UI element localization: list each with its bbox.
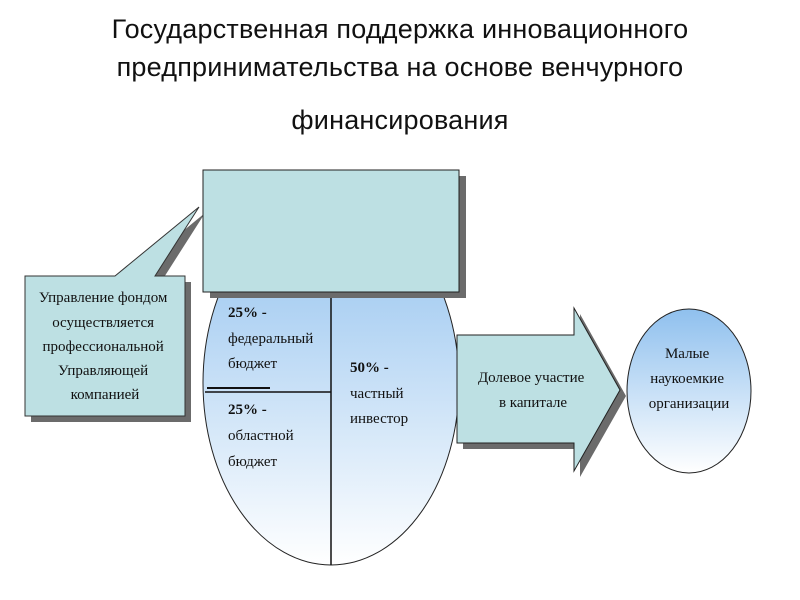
regional-budget-label: 25% - областной бюджет <box>228 402 297 470</box>
venture-fund-box <box>202 169 466 298</box>
callout-line: Управляющей <box>58 363 148 379</box>
page-title-line-2: предпринимательства на основе венчурного <box>116 52 684 82</box>
callout-line: компанией <box>71 387 140 403</box>
federal-budget-label: 25% - федеральный бюджет <box>228 305 317 372</box>
page-title-line-3: финансирования <box>291 105 509 135</box>
callout-line: осуществляется <box>52 315 154 331</box>
svg-text:Долевое участие в капита: Долевое участие в капитале <box>478 370 588 411</box>
callout-line: профессиональной <box>42 339 163 355</box>
svg-text:Малые наукоемкие о: Малые наукоемкие организации <box>649 346 730 412</box>
svg-text:Управление фондом осущес: Управление фондом осуществляется професс… <box>39 290 171 403</box>
small-organizations-circle: Малые наукоемкие организации <box>626 308 752 474</box>
management-callout: Управление фондом осуществляется професс… <box>24 206 205 422</box>
equity-participation-arrow: Долевое участие в капитале <box>456 306 626 477</box>
private-investor-label: 50% - частный инвестор <box>350 360 408 427</box>
callout-line: Управление фондом <box>39 290 168 306</box>
page-title-line-1: Государственная поддержка инновационного <box>111 14 689 44</box>
